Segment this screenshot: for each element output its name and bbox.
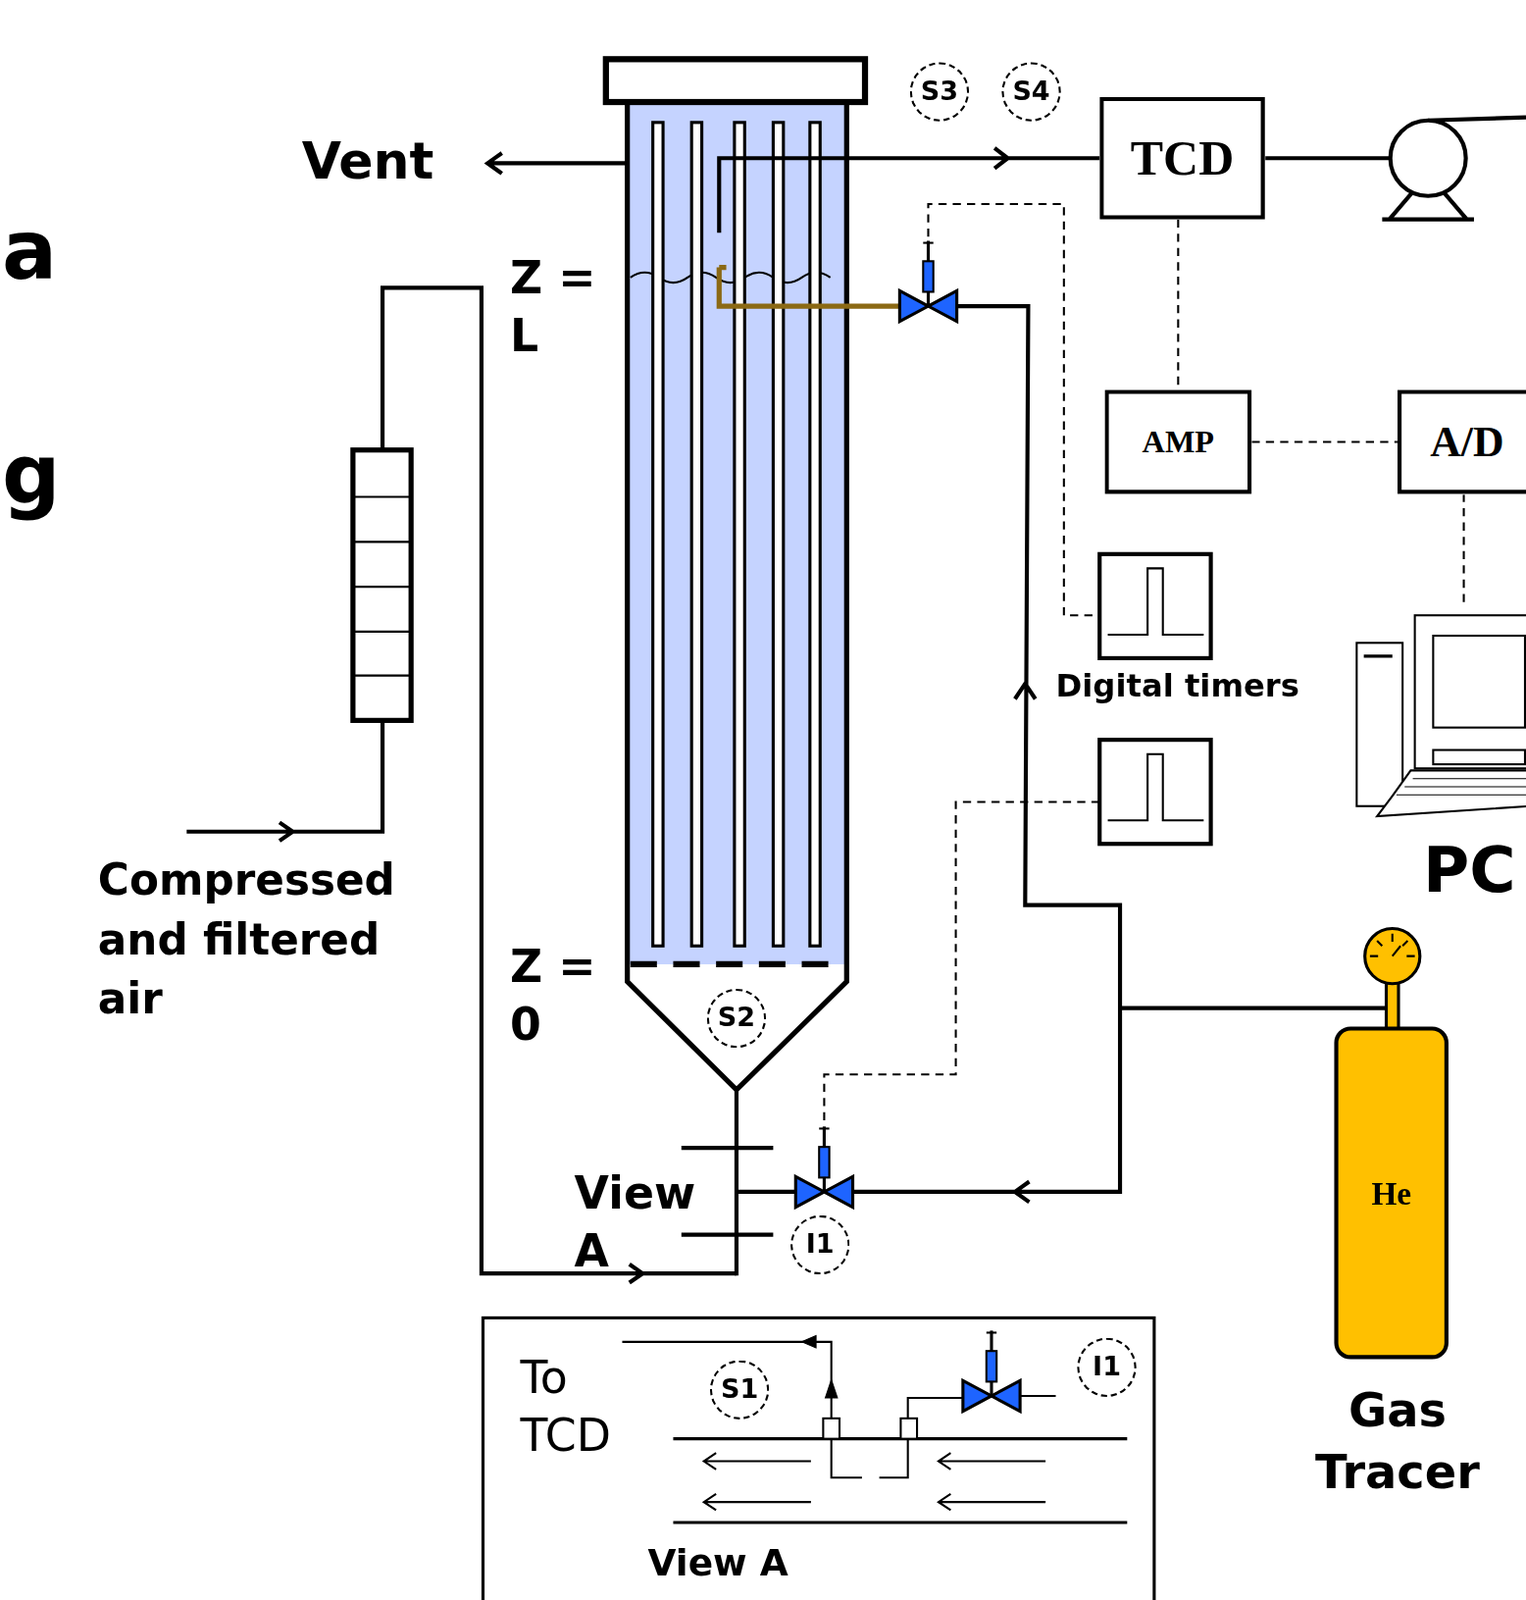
node-text: S3 — [920, 76, 959, 107]
callout-circle: I1 — [1076, 1337, 1136, 1397]
callout-circle: S1 — [710, 1360, 769, 1420]
internal-tubes — [653, 122, 821, 946]
text-label: Z = 0 — [509, 936, 612, 1054]
converter-box: A/D — [1397, 389, 1526, 494]
text-label: Vent — [302, 132, 435, 192]
pump-symbol — [1381, 120, 1475, 220]
node-text: PC — [1423, 833, 1517, 907]
solenoid-valve — [795, 1125, 853, 1207]
cylinder-illustration — [1295, 922, 1500, 1362]
callout-circle: S2 — [707, 988, 766, 1048]
node-text: He — [1336, 1174, 1447, 1213]
signal-connector — [1177, 219, 1179, 391]
text-label: g — [1, 428, 61, 523]
timer-wires — [823, 203, 1100, 1122]
piping — [186, 117, 1526, 1283]
node-text: View A — [647, 1541, 788, 1584]
node-text: I1 — [806, 1228, 835, 1260]
node-text: To TCD — [519, 1347, 643, 1465]
computer-illustration — [1351, 607, 1526, 832]
text-label: Compressed and filtered air — [98, 851, 425, 1029]
detail-view-box: To TCD View A S1 I1 — [481, 1316, 1157, 1600]
detector-box: TCD — [1099, 97, 1265, 220]
node-text: S4 — [1012, 76, 1050, 107]
rotameter — [353, 450, 411, 721]
callout-circle: I1 — [790, 1215, 850, 1274]
solenoid-valve — [963, 1329, 1020, 1411]
text-label: Z = L — [509, 248, 612, 365]
liquid-fill — [627, 101, 848, 965]
node-text: S1 — [720, 1373, 759, 1405]
signal-connector — [1251, 441, 1398, 443]
node-text: TCD — [1130, 130, 1234, 187]
column-cap — [606, 58, 865, 102]
amplifier-box: AMP — [1104, 389, 1252, 494]
text-label: a — [1, 203, 57, 299]
node-text: I1 — [1092, 1351, 1121, 1382]
column-wall — [627, 101, 848, 1090]
callout-circle: S4 — [1001, 61, 1061, 121]
signal-connector — [1463, 493, 1465, 607]
computer: PC — [1351, 607, 1526, 914]
node-text: A/D — [1429, 416, 1504, 466]
connector-line — [1251, 440, 1398, 443]
connector-line — [1463, 493, 1466, 607]
distributor — [630, 961, 829, 967]
gas-cylinder: HeGas Tracer — [1295, 922, 1500, 1515]
node-text: Gas Tracer — [1295, 1379, 1500, 1502]
node-text: AMP — [1142, 423, 1215, 460]
node-text: S2 — [717, 1003, 756, 1034]
text-label: Digital timers — [1056, 667, 1300, 705]
view-a-detail — [621, 1335, 1127, 1523]
callout-circle: S3 — [910, 61, 969, 121]
text-label: View A — [574, 1163, 718, 1280]
connector-line — [1176, 219, 1179, 391]
solenoid-valve — [899, 240, 957, 321]
